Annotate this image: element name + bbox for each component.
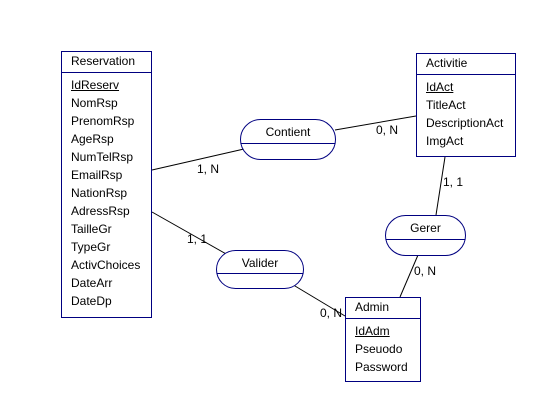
attribute: NumTelRsp: [71, 150, 134, 164]
connector-contient-activitie: [334, 115, 417, 131]
relationship-divider: [241, 143, 335, 144]
entity-admin[interactable]: Admin IdAdm Pseuodo Password: [345, 297, 421, 382]
attribute: ImgAct: [426, 134, 464, 148]
attribute-list: IdReserv NomRsp PrenomRsp AgeRsp NumTelR…: [62, 73, 151, 311]
cardinality-contient-activitie: 0, N: [376, 123, 399, 137]
attribute: DateArr: [71, 276, 113, 290]
attribute: TypeGr: [71, 240, 111, 254]
relationship-divider: [217, 273, 303, 274]
relationship-contient[interactable]: Contient: [240, 119, 336, 160]
attribute: NomRsp: [71, 96, 118, 110]
relationship-label: Gerer: [410, 221, 441, 235]
connector-activitie-gerer: [435, 156, 446, 216]
attribute: EmailRsp: [71, 168, 123, 182]
attribute: Password: [355, 360, 408, 374]
entity-activitie[interactable]: Activitie IdAct TitleAct DescriptionAct …: [416, 53, 516, 157]
attribute-list: IdAct TitleAct DescriptionAct ImgAct: [417, 75, 515, 151]
relationship-valider[interactable]: Valider: [216, 250, 304, 289]
connector-reservation-contient: [151, 148, 245, 171]
attribute: DescriptionAct: [426, 116, 504, 130]
attribute: AgeRsp: [71, 132, 114, 146]
cardinality-gerer-admin: 0, N: [414, 264, 437, 278]
relationship-label: Valider: [241, 256, 279, 270]
primary-key-attribute: IdReserv: [71, 78, 120, 92]
attribute: DateDp: [71, 294, 112, 308]
primary-key-attribute: IdAct: [426, 80, 454, 94]
cardinality-valider-reservation: 1, 1: [187, 232, 208, 246]
cardinality-valider-admin: 0, N: [320, 306, 343, 320]
attribute: TailleGr: [71, 222, 112, 236]
connector-reservation-valider: [151, 211, 229, 256]
attribute: Pseuodo: [355, 342, 403, 356]
attribute: ActivChoices: [71, 258, 141, 272]
attribute: NationRsp: [71, 186, 128, 200]
entity-reservation[interactable]: Reservation IdReserv NomRsp PrenomRsp Ag…: [61, 51, 152, 318]
connector-gerer-admin: [399, 254, 419, 298]
relationship-label: Contient: [265, 125, 311, 139]
attribute: TitleAct: [426, 98, 466, 112]
cardinality-contient-reservation: 1, N: [197, 162, 220, 176]
entity-title: Reservation: [62, 52, 151, 73]
cardinality-gerer-activitie: 1, 1: [443, 175, 464, 189]
primary-key-attribute: IdAdm: [355, 324, 390, 338]
entity-title: Admin: [346, 298, 420, 319]
attribute: PrenomRsp: [71, 114, 135, 128]
relationship-gerer[interactable]: Gerer: [385, 215, 466, 256]
entity-title: Activitie: [417, 54, 515, 75]
attribute: AdressRsp: [71, 204, 130, 218]
connector-valider-admin: [289, 282, 346, 317]
relationship-divider: [386, 239, 465, 240]
attribute-list: IdAdm Pseuodo Password: [346, 319, 420, 377]
